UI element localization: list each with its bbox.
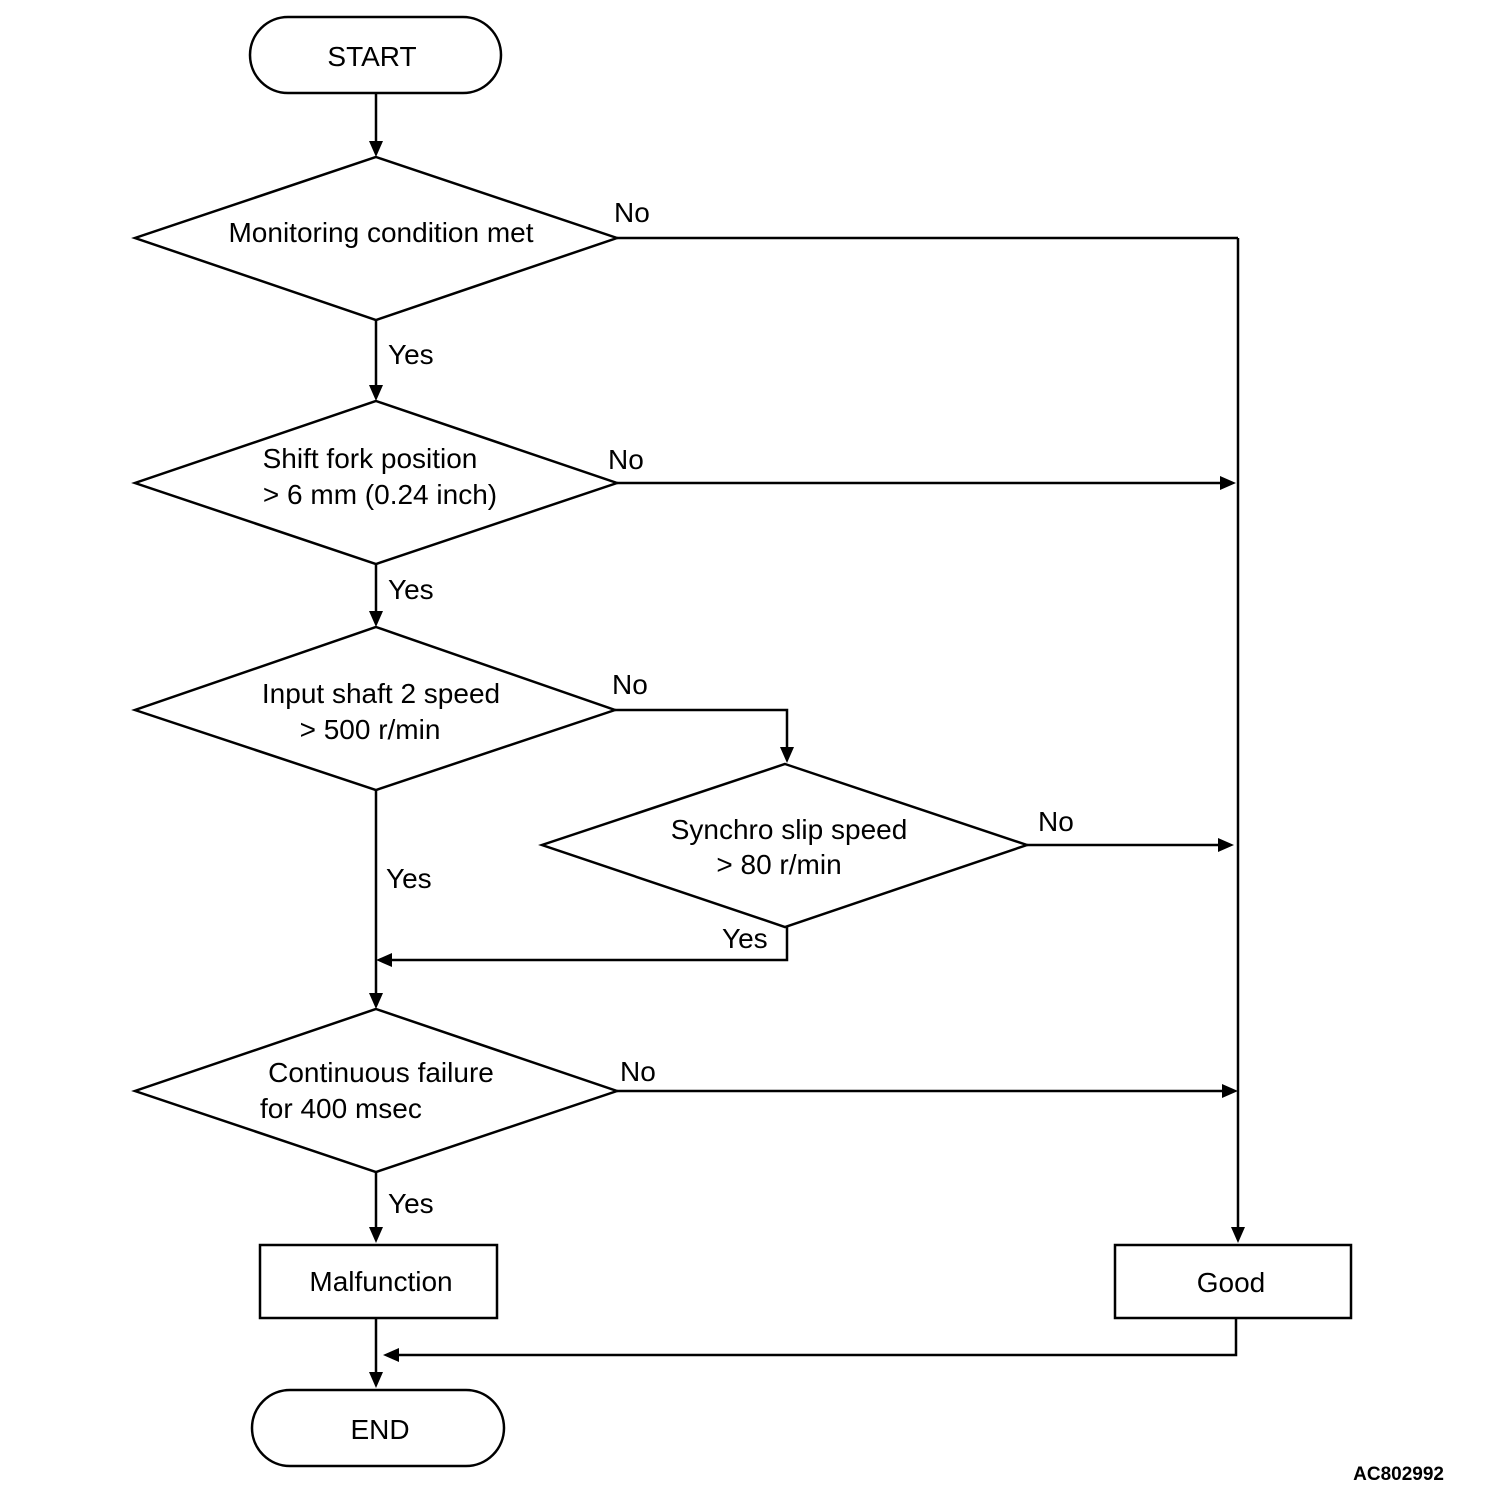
synchro-no-label: No xyxy=(1038,806,1074,837)
arrowhead xyxy=(369,611,383,627)
arrowhead xyxy=(780,747,794,763)
synchro-label-line2: > 80 r/min xyxy=(716,849,841,880)
arrowhead xyxy=(1231,1227,1245,1243)
end-label: END xyxy=(350,1414,409,1445)
continuous-label-line1: Continuous failure xyxy=(268,1057,494,1088)
arrowhead xyxy=(369,993,383,1009)
good-box xyxy=(1113,1243,1353,1320)
arrowhead xyxy=(1218,838,1234,852)
node-start: START xyxy=(248,15,503,95)
node-end: END xyxy=(250,1388,506,1468)
edge-labels: No Yes No Yes No Yes No Yes No Yes xyxy=(386,197,1074,1219)
start-label: START xyxy=(327,41,416,72)
node-continuous: Continuous failure for 400 msec xyxy=(131,1007,621,1174)
synchro-yes-label: Yes xyxy=(722,923,768,954)
node-shift-fork: Shift fork position > 6 mm (0.24 inch) xyxy=(131,399,621,566)
malfunction-label: Malfunction xyxy=(309,1266,452,1297)
input-shaft-label-line2: > 500 r/min xyxy=(300,714,441,745)
figure-code: AC802992 xyxy=(1353,1464,1444,1485)
shift-fork-label-line2: > 6 mm (0.24 inch) xyxy=(263,479,497,510)
node-input-shaft: Input shaft 2 speed > 500 r/min xyxy=(131,625,619,792)
arrowhead xyxy=(1220,476,1236,490)
continuous-yes-label: Yes xyxy=(388,1188,434,1219)
monitoring-decision xyxy=(131,155,621,322)
arrowhead xyxy=(376,953,392,967)
good-label: Good xyxy=(1197,1267,1266,1298)
synchro-decision xyxy=(538,762,1031,929)
edge-good-end xyxy=(398,1318,1238,1357)
arrowhead xyxy=(369,1372,383,1388)
node-good: Good xyxy=(1113,1243,1353,1320)
shift-fork-label-line1: Shift fork position xyxy=(263,443,478,474)
input-no-label: No xyxy=(612,669,648,700)
monitoring-yes-label: Yes xyxy=(388,339,434,370)
continuous-decision xyxy=(131,1007,621,1174)
arrowhead xyxy=(1222,1084,1238,1098)
arrowhead xyxy=(369,385,383,401)
input-shaft-decision xyxy=(131,625,619,792)
monitoring-no-label: No xyxy=(614,197,650,228)
start-terminal xyxy=(248,15,503,95)
input-shaft-label-line1: Input shaft 2 speed xyxy=(262,678,500,709)
node-malfunction: Malfunction xyxy=(258,1243,499,1320)
connectors xyxy=(369,93,1245,1388)
synchro-label-line1: Synchro slip speed xyxy=(671,814,908,845)
continuous-no-label: No xyxy=(620,1056,656,1087)
arrowhead xyxy=(369,141,383,157)
node-monitoring: Monitoring condition met xyxy=(131,155,621,322)
continuous-label-line2: for 400 msec xyxy=(260,1093,422,1124)
node-synchro: Synchro slip speed > 80 r/min xyxy=(538,762,1031,929)
arrowhead xyxy=(383,1348,399,1362)
shift-fork-decision xyxy=(131,399,621,566)
shift-yes-label: Yes xyxy=(388,574,434,605)
malfunction-box xyxy=(258,1243,499,1320)
arrowhead xyxy=(369,1227,383,1243)
monitoring-label: Monitoring condition met xyxy=(228,217,533,248)
edge-synchro-yes xyxy=(390,927,789,962)
end-terminal xyxy=(250,1388,506,1468)
shift-no-label: No xyxy=(608,444,644,475)
input-yes-label: Yes xyxy=(386,863,432,894)
edge-input-no xyxy=(615,708,789,748)
